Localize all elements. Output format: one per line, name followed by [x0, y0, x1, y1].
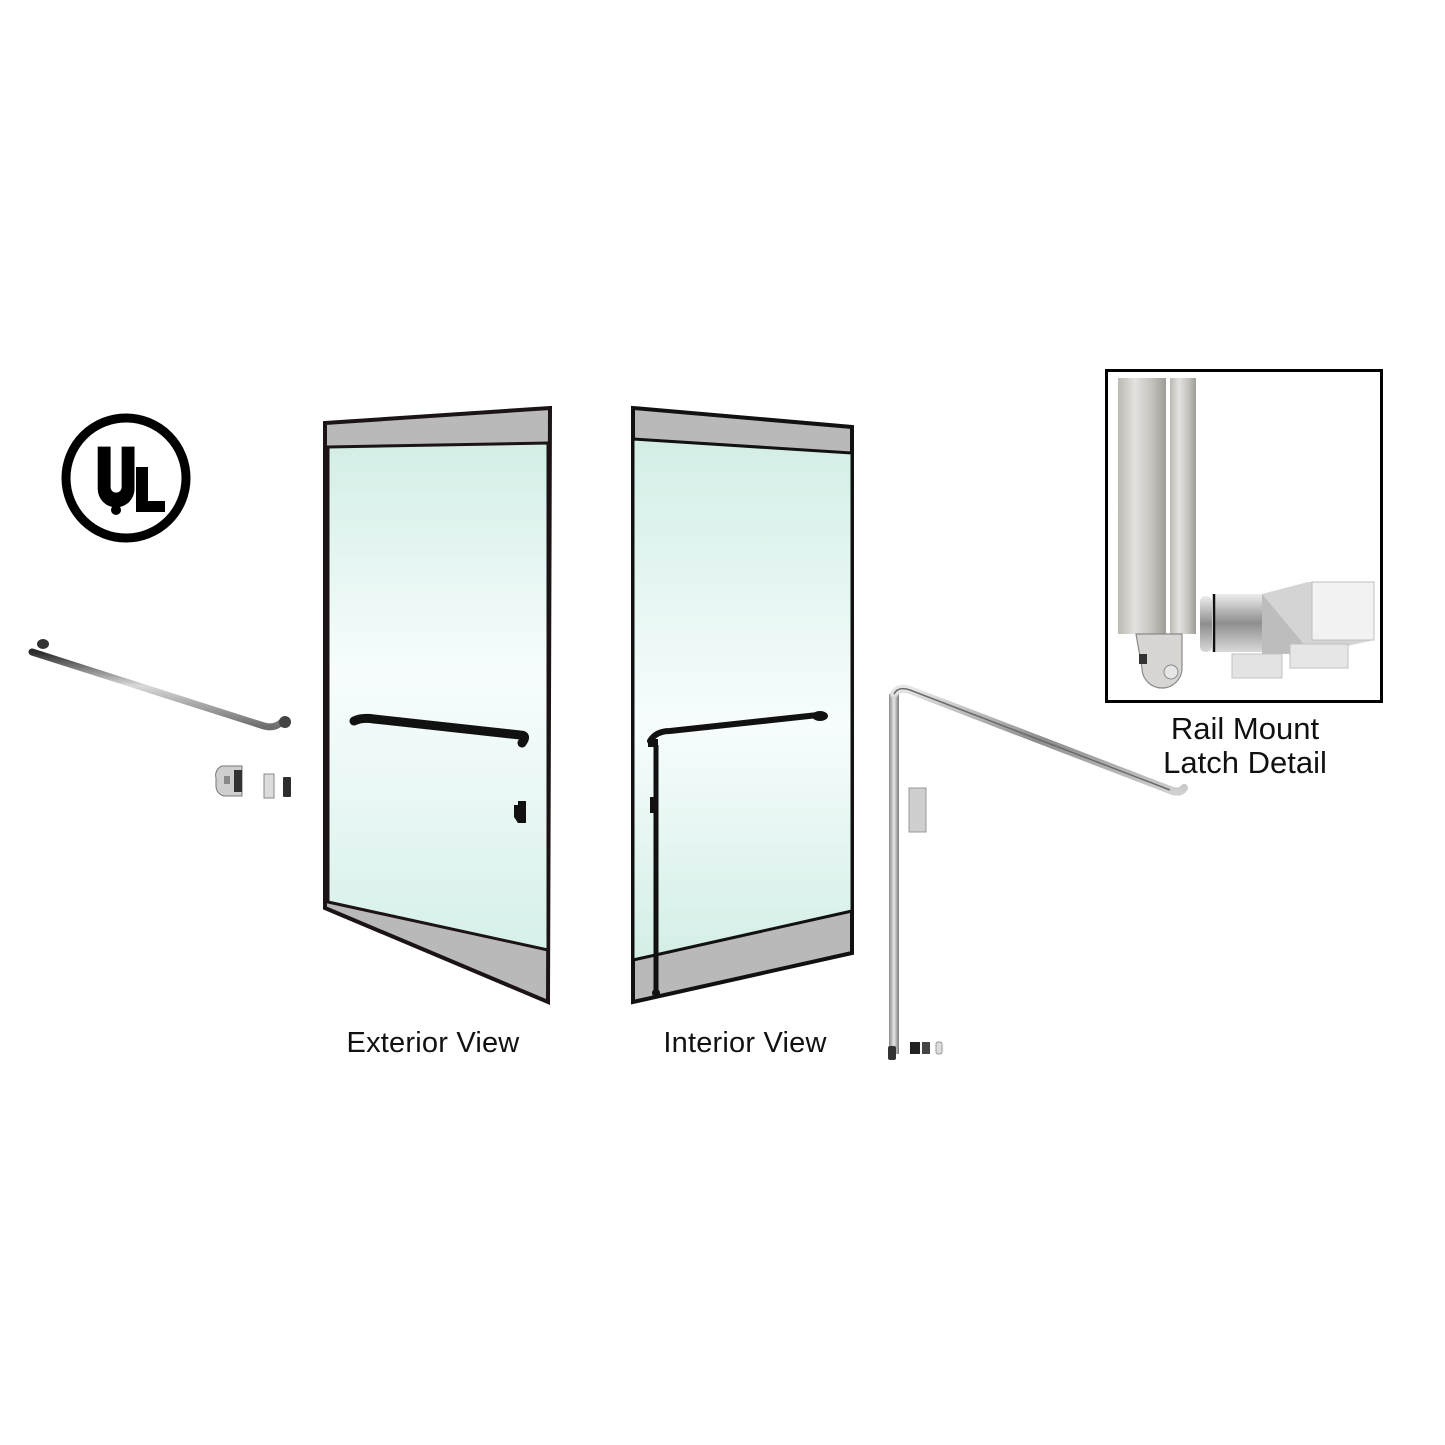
push-bar: [26, 630, 296, 740]
interior-view-label: Interior View: [663, 1027, 827, 1059]
exterior-view-door: [322, 405, 554, 1006]
latch-components: [215, 762, 300, 802]
latch-detail-caption-line1: Rail Mount: [1170, 711, 1320, 746]
rail-mount-latch-detail-icon: [1118, 378, 1375, 689]
ul-certification-icon: [61, 413, 191, 543]
latch-detail-inset: [1105, 369, 1383, 703]
interior-view-door: [630, 405, 856, 1005]
push-bar-handle-icon: [28, 639, 291, 731]
exterior-view-label: Exterior View: [346, 1027, 520, 1059]
panic-rail: [884, 680, 1194, 1060]
latch-hardware-icon: [215, 765, 291, 799]
door-illustration-icon: [323, 405, 553, 1006]
latch-detail-caption-line2: Latch Detail: [1163, 745, 1327, 780]
door-illustration-icon: [631, 405, 854, 1005]
latch-detail-caption: Rail Mount Latch Detail: [1095, 712, 1395, 780]
ul-logo: [60, 412, 192, 544]
panic-rail-icon: [888, 684, 1188, 1060]
